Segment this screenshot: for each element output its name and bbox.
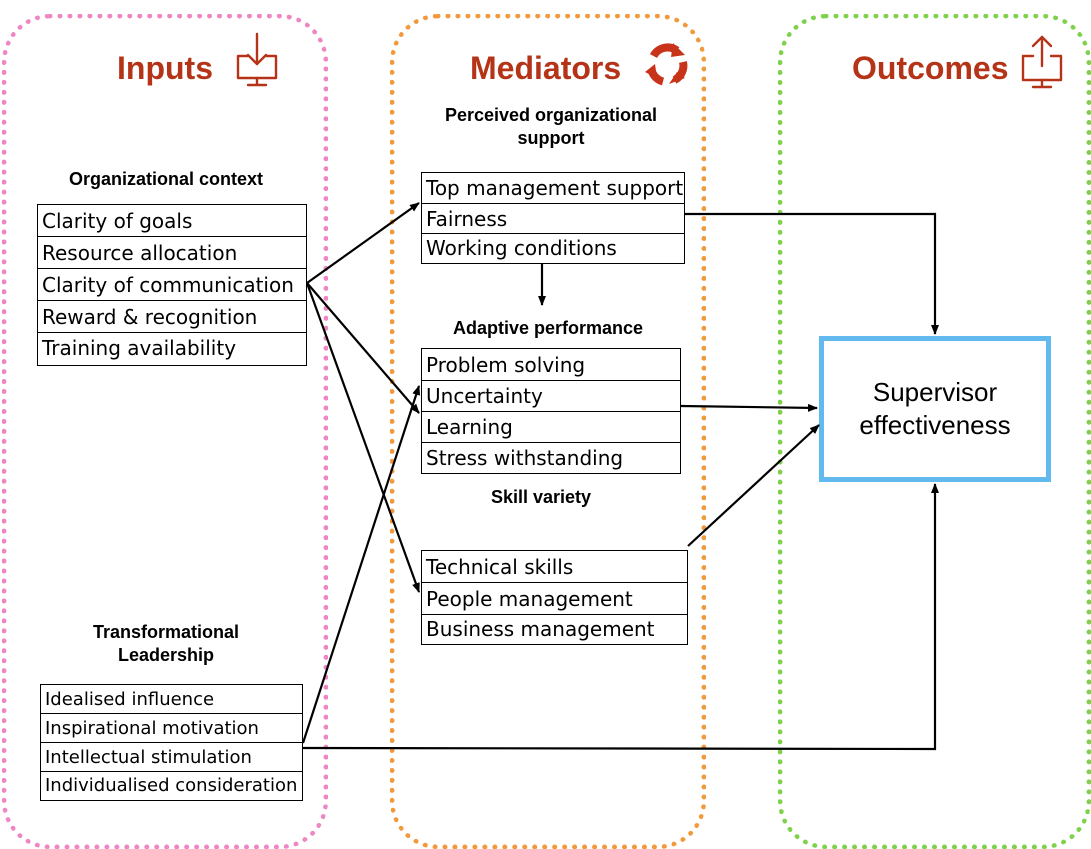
list-item: Training availability <box>42 336 237 360</box>
list-item: Idealised influence <box>41 685 302 714</box>
adaptive-performance-title: Adaptive performance <box>452 318 644 338</box>
supervisor-effectiveness-box: Supervisor effectiveness <box>819 336 1051 482</box>
skill-variety-title: Skill variety <box>490 487 592 507</box>
adaptive-performance-box: Problem solving Uncertainty Learning Str… <box>421 348 681 474</box>
list-item: Top management support <box>422 173 684 204</box>
list-item: People management <box>422 583 687 615</box>
organizational-context-title: Organizational context <box>68 169 264 189</box>
refresh-cycle-icon <box>645 43 688 86</box>
transformational-leadership-title-line1: Transformational <box>92 622 240 642</box>
perceived-support-title-line2: support <box>517 128 585 148</box>
list-item: Inspirational motivation <box>41 714 302 743</box>
mediators-heading: Mediators <box>470 50 622 86</box>
transformational-leadership-title-line2: Leadership <box>117 645 215 665</box>
list-item: Clarity of goals <box>38 205 306 237</box>
list-item: Clarity of communication <box>38 269 306 301</box>
perceived-support-title-line1: Perceived organizational <box>444 105 658 125</box>
perceived-support-title: Perceived organizational support <box>410 104 692 150</box>
transformational-leadership-box: Idealised influence Inspirational motiva… <box>40 684 303 801</box>
list-item: Reward & recognition <box>38 301 306 333</box>
list-item: Working conditions <box>426 236 617 260</box>
supervisor-effectiveness-line2: effectiveness <box>859 410 1011 440</box>
skill-variety-box: Technical skills People management Busin… <box>421 550 688 645</box>
supervisor-effectiveness-line1: Supervisor <box>872 377 998 407</box>
download-monitor-icon <box>236 32 278 87</box>
transformational-leadership-title: Transformational Leadership <box>36 621 296 667</box>
list-item: Intellectual stimulation <box>41 743 302 772</box>
outcomes-heading: Outcomes <box>852 50 1009 86</box>
list-item: Business management <box>426 617 655 641</box>
upload-monitor-icon <box>1021 35 1063 89</box>
organizational-context-box: Clarity of goals Resource allocation Cla… <box>37 204 307 366</box>
list-item: Resource allocation <box>38 237 306 269</box>
list-item: Stress withstanding <box>426 446 624 470</box>
list-item: Uncertainty <box>422 381 680 412</box>
list-item: Learning <box>422 412 680 443</box>
list-item: Technical skills <box>422 551 687 583</box>
list-item: Fairness <box>422 204 684 234</box>
list-item: Problem solving <box>422 349 680 381</box>
list-item: Individualised consideration <box>45 775 298 796</box>
inputs-heading: Inputs <box>117 50 213 86</box>
perceived-support-box: Top management support Fairness Working … <box>421 172 685 264</box>
